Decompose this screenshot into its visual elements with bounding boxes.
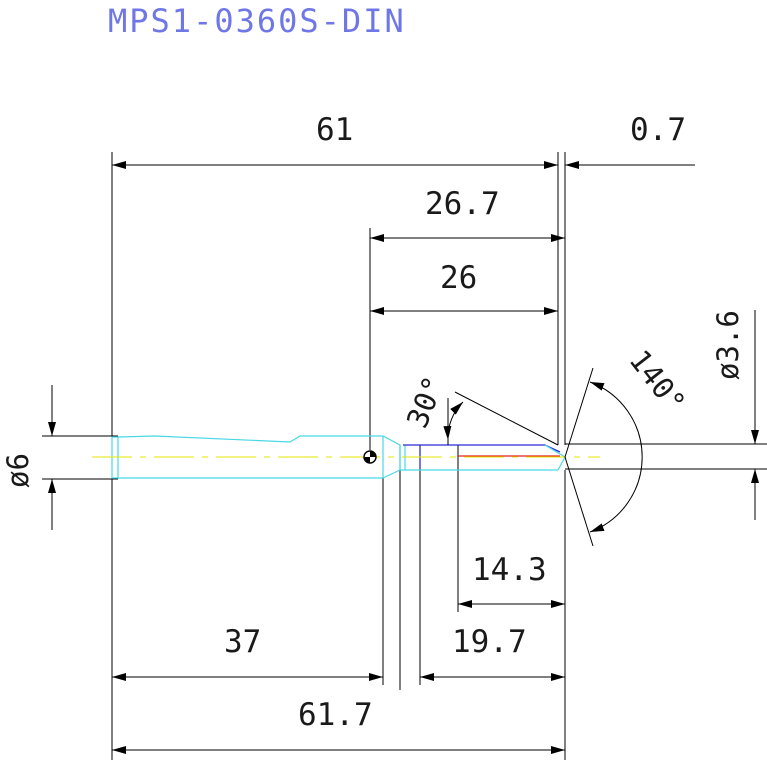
dim-length-14-3: 14.3 — [472, 552, 547, 588]
dim-length-37: 37 — [224, 624, 261, 660]
part-number-title: MPS1-0360S-DIN — [108, 2, 406, 40]
dim-length-26: 26 — [440, 260, 477, 296]
dim-tip-0-7: 0.7 — [630, 112, 686, 148]
helix-angle-annotation — [443, 391, 559, 446]
dim-shank-diameter: ø6 — [1, 453, 35, 488]
point-angle-annotation — [564, 367, 643, 547]
dim-length-19-7: 19.7 — [452, 624, 527, 660]
tool-outline — [92, 435, 600, 479]
dim-diameter-3-6: ø3.6 — [711, 310, 745, 380]
dim-helix-angle: 30° — [400, 371, 451, 432]
dim-overall-61: 61 — [316, 112, 353, 148]
dimension-lines — [48, 161, 759, 754]
dim-overall-61-7: 61.7 — [298, 697, 373, 733]
dim-point-angle: 140° — [622, 343, 692, 419]
dim-length-26-7: 26.7 — [425, 186, 500, 222]
